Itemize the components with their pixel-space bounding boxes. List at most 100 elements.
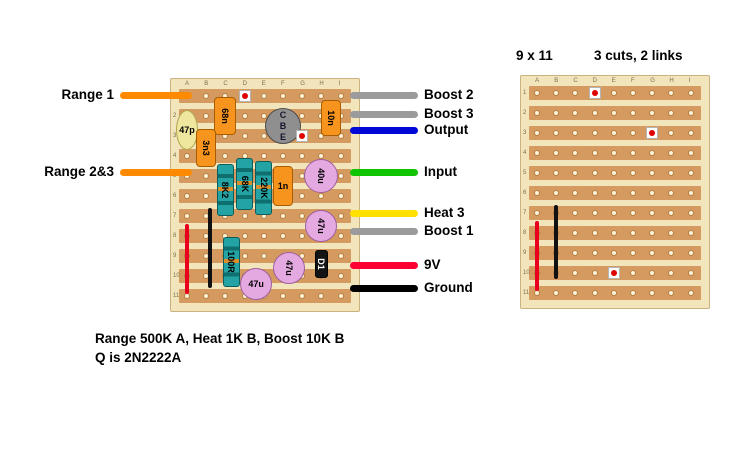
strip-hole: [611, 231, 616, 235]
strip-hole: [281, 94, 285, 98]
strip-hole: [688, 171, 693, 175]
strip-hole: [242, 214, 247, 218]
wire-boost-2: [350, 91, 418, 99]
strip-hole: [338, 234, 343, 238]
strip-hole: [631, 91, 635, 95]
strip-hole: [669, 111, 674, 115]
component-label: 47p: [179, 125, 195, 135]
strip-hole: [592, 291, 597, 295]
strip-hole: [688, 191, 693, 195]
resistor-100r: 100R: [222, 237, 240, 287]
strip-hole: [242, 234, 247, 238]
component-label: 47u: [248, 279, 264, 289]
strip-hole: [204, 274, 209, 278]
strip-hole: [631, 291, 635, 295]
strip-hole: [611, 111, 616, 115]
strip-hole: [338, 294, 343, 298]
row-label: 10: [173, 273, 180, 279]
strip-hole: [669, 91, 674, 95]
strip-hole: [631, 111, 635, 115]
row-label: 11: [173, 293, 180, 299]
cut-dot: [649, 130, 656, 136]
strip-hole: [338, 214, 343, 218]
strip-hole: [611, 151, 616, 155]
strip-hole: [185, 294, 189, 298]
column-label: E: [261, 81, 266, 87]
strip-hole: [573, 291, 578, 295]
strip-hole: [261, 134, 266, 138]
column-label: I: [338, 81, 341, 87]
component-label: 68n: [220, 108, 231, 124]
note-pots: Range 500K A, Heat 1K B, Boost 10K B: [95, 331, 345, 346]
column-label: A: [185, 81, 190, 87]
capacitor-3n3: 3n3: [196, 129, 217, 167]
component-label: 100R: [226, 251, 237, 273]
jumper-link: [185, 224, 189, 294]
component-label: 220K: [258, 177, 269, 199]
wire-label-input: Input: [424, 164, 457, 179]
row-label: 2: [173, 113, 177, 119]
column-label: E: [611, 78, 616, 84]
strip-hole: [573, 191, 578, 195]
strip-hole: [223, 214, 228, 218]
column-label: B: [554, 78, 559, 84]
strip-hole: [688, 111, 693, 115]
strip-hole: [300, 114, 305, 118]
capacitor-68n: 68n: [214, 97, 237, 135]
component-label: 47u: [283, 260, 294, 276]
row-label: 6: [173, 193, 177, 199]
strip-hole: [669, 291, 674, 295]
column-label: C: [223, 81, 228, 87]
row-label: 3: [523, 130, 527, 136]
row-label: 5: [523, 170, 527, 176]
resistor-68k: 68K: [236, 158, 254, 210]
row-label: 6: [523, 190, 527, 196]
strip-hole: [669, 251, 674, 255]
component-label: 1n: [277, 181, 289, 191]
strip-hole: [185, 194, 189, 198]
strip-hole: [592, 131, 597, 135]
strip-hole: [631, 151, 635, 155]
strip-hole: [261, 254, 266, 258]
strip-hole: [592, 191, 597, 195]
strip-hole: [631, 211, 635, 215]
row-label: 9: [173, 253, 177, 259]
strip-hole: [650, 111, 655, 115]
strip-hole: [669, 231, 674, 235]
strip-hole: [650, 231, 655, 235]
strip-hole: [669, 131, 674, 135]
column-label: C: [573, 78, 578, 84]
strip-hole: [650, 191, 655, 195]
capacitor-40u: 40u: [304, 159, 339, 193]
strip-hole: [261, 234, 266, 238]
wire-output: [350, 126, 418, 134]
strip-hole: [650, 251, 655, 255]
strip-hole: [223, 134, 228, 138]
strip-hole: [688, 151, 693, 155]
wire-label-ground: Ground: [424, 280, 473, 295]
wire-boost-1: [350, 227, 418, 235]
strip-hole: [688, 271, 693, 275]
strip-hole: [592, 231, 597, 235]
wire-label-range-1: Range 1: [61, 87, 114, 102]
column-label: G: [650, 78, 655, 84]
strip-hole: [281, 234, 285, 238]
strip-hole: [300, 294, 305, 298]
row-label: 8: [173, 233, 177, 239]
strip-hole: [669, 211, 674, 215]
wire-label-output: Output: [424, 122, 469, 137]
strip-hole: [185, 154, 189, 158]
column-label: A: [535, 78, 540, 84]
board-size-heading: 9 x 11: [516, 48, 553, 63]
strip-hole: [631, 171, 635, 175]
strip-hole: [554, 151, 559, 155]
strip-hole: [300, 214, 305, 218]
cut-dot: [610, 270, 617, 276]
track-cut: [607, 267, 620, 279]
strip-hole: [338, 174, 343, 178]
strip-hole: [611, 131, 616, 135]
strip-hole: [573, 211, 578, 215]
strip-hole: [535, 111, 539, 115]
row-label: 8: [523, 230, 527, 236]
